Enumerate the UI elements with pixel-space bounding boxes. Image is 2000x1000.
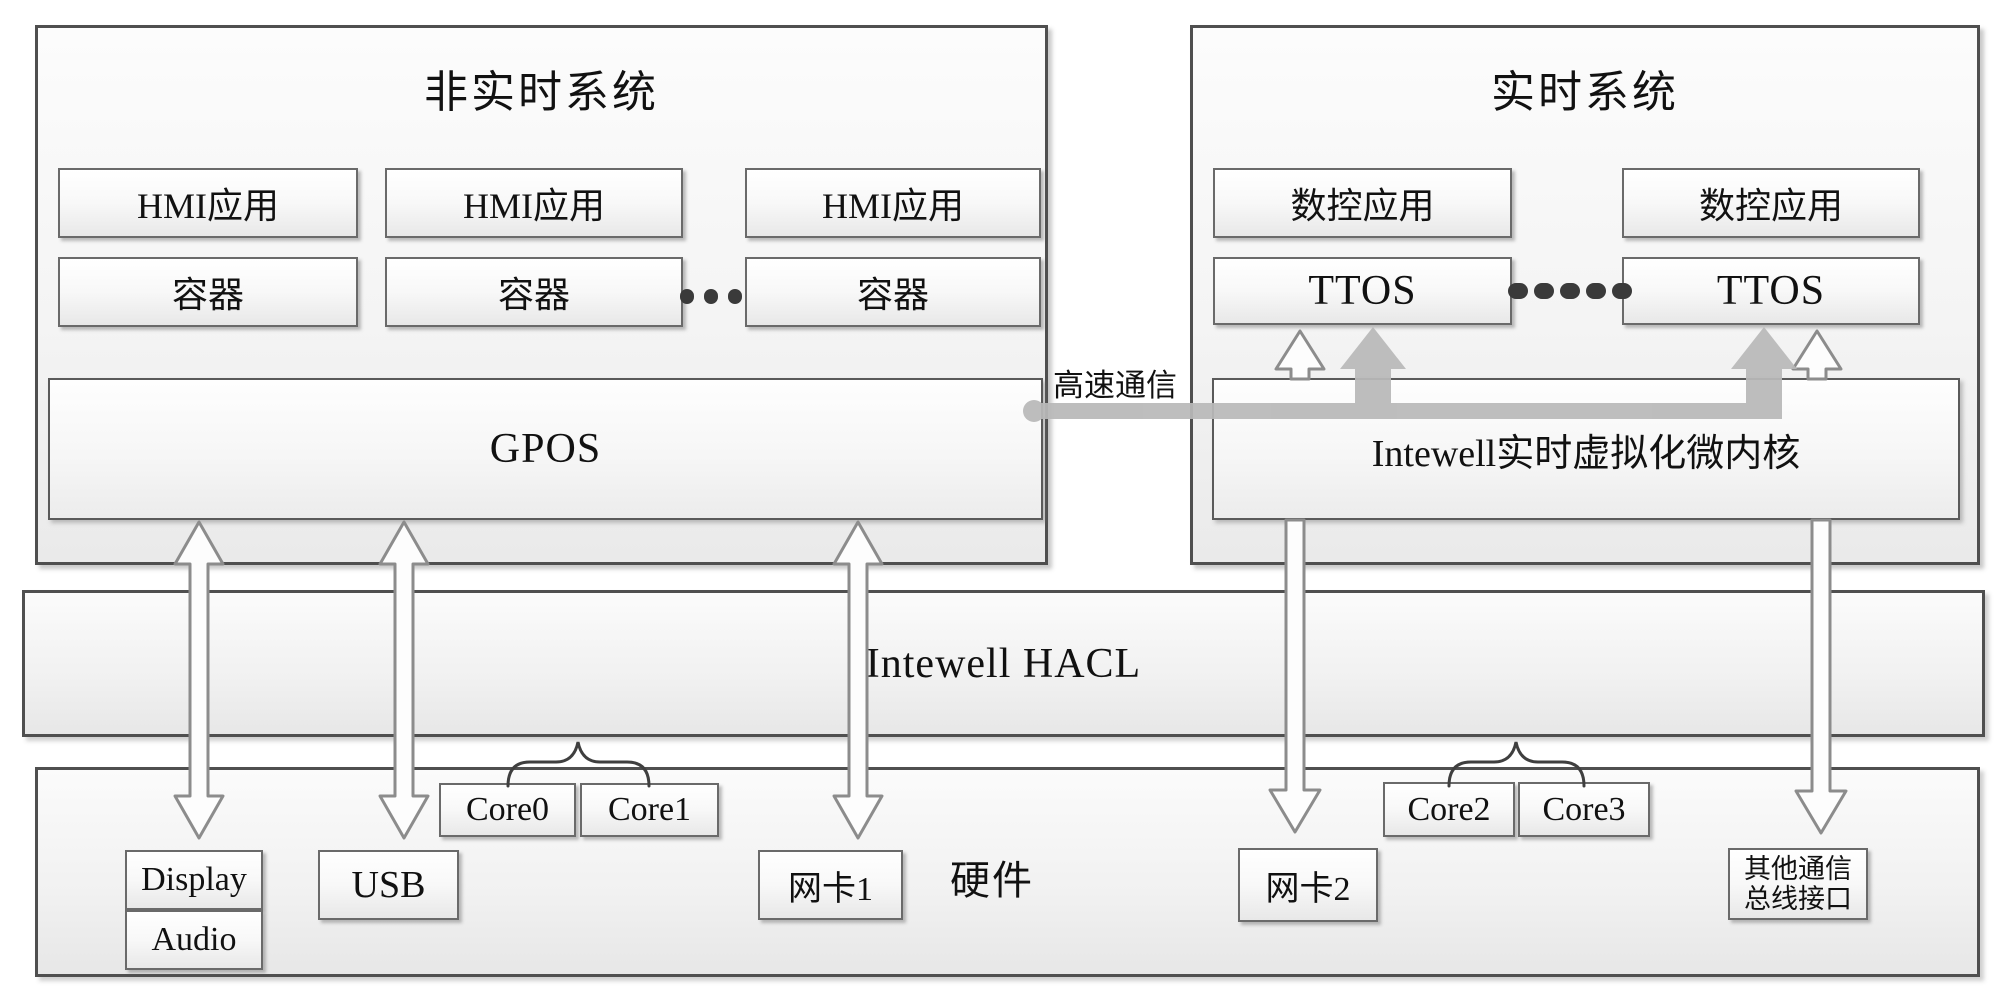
hmi-app-box: HMI应用	[745, 168, 1041, 238]
other-bus-label: 其他通信 总线接口	[1744, 853, 1852, 914]
highspeed-comm-label: 高速通信	[1053, 368, 1177, 403]
display-box: Display	[125, 850, 263, 910]
hardware-label: 硬件	[950, 858, 1034, 903]
nc-app-box: 数控应用	[1622, 168, 1920, 238]
core2-box: Core2	[1383, 782, 1515, 837]
ttos-box: TTOS	[1213, 257, 1512, 325]
container-box: 容器	[745, 257, 1041, 327]
container-box: 容器	[385, 257, 683, 327]
nic1-box: 网卡1	[758, 850, 903, 920]
gpos-box: GPOS	[48, 378, 1043, 520]
intewell-kernel-box: Intewell实时虚拟化微内核	[1212, 378, 1960, 520]
hmi-app-box: HMI应用	[58, 168, 358, 238]
ellipsis-dot	[680, 289, 694, 304]
ellipsis-dot	[1534, 283, 1554, 299]
hmi-app-box: HMI应用	[385, 168, 683, 238]
nc-app-box: 数控应用	[1213, 168, 1512, 238]
core1-box: Core1	[580, 783, 719, 837]
audio-box: Audio	[125, 910, 263, 970]
nic2-box: 网卡2	[1238, 848, 1378, 922]
hacl-label: Intewell HACL	[865, 641, 1142, 687]
ttos-box: TTOS	[1622, 257, 1920, 325]
container-box: 容器	[58, 257, 358, 327]
non-realtime-title: 非实时系统	[424, 68, 659, 117]
core0-box: Core0	[439, 783, 576, 837]
ellipsis-dot	[728, 289, 742, 304]
usb-box: USB	[318, 850, 459, 920]
ellipsis-dot	[1508, 283, 1528, 299]
ellipsis-dot	[1560, 283, 1580, 299]
other-bus-box: 其他通信 总线接口	[1728, 848, 1868, 920]
realtime-title: 实时系统	[1491, 68, 1679, 117]
core3-box: Core3	[1518, 782, 1650, 837]
hacl-band	[22, 590, 1985, 737]
ellipsis-dot	[704, 289, 718, 304]
ellipsis-dot	[1586, 283, 1606, 299]
ellipsis-dot	[1612, 283, 1632, 299]
